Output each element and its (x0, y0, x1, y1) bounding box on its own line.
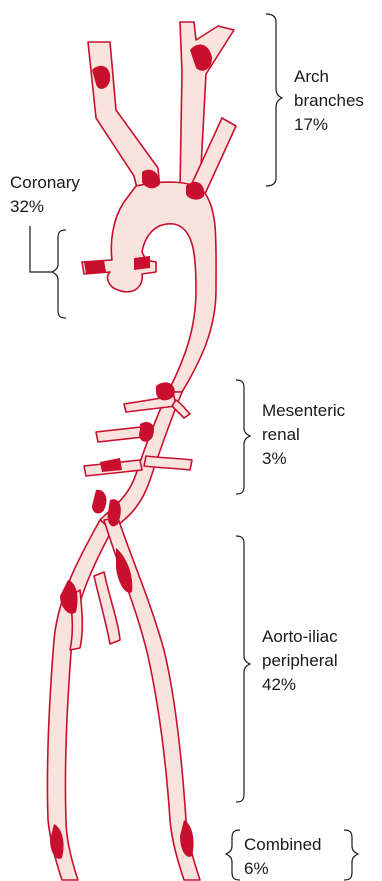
coronary-brace (52, 230, 66, 318)
coronary-label-line1: Coronary (10, 173, 80, 192)
aortoiliac-label-line2: peripheral (262, 651, 338, 670)
upper-mesenteric-branch-right (172, 400, 190, 418)
mesenteric-renal-brace (236, 380, 250, 494)
mesenteric-label-pct: 3% (262, 449, 287, 468)
plaque-upper-mesenteric (156, 382, 175, 400)
mesenteric-label-line1: Mesenteric (262, 401, 346, 420)
aortoiliac-label-pct: 42% (262, 675, 296, 694)
combined-left-brace (226, 830, 240, 880)
aortic-arch (82, 182, 216, 392)
plaque-iliac-bifurcation-left (92, 490, 106, 514)
mesenteric-label-line2: renal (262, 425, 300, 444)
coronary-connector (30, 226, 52, 272)
combined-label-line1: Combined (244, 835, 322, 854)
combined-label-pct: 6% (244, 859, 269, 878)
right-internal-iliac (94, 572, 120, 644)
combined-right-brace (344, 830, 358, 880)
arch-branches-vessels (88, 22, 236, 196)
aortoiliac-label-line1: Aorto-iliac (262, 627, 338, 646)
plaque-coronary-right (134, 256, 150, 270)
arch-label-line2: branches (294, 91, 364, 110)
plaque-coronary-left (84, 260, 106, 274)
arch-branches-brace (266, 14, 282, 186)
coronary-label-pct: 32% (10, 197, 44, 216)
aortoiliac-brace (236, 536, 250, 802)
arch-label-pct: 17% (294, 115, 328, 134)
arch-label-line1: Arch (294, 67, 329, 86)
plaque-renal-left (100, 458, 122, 472)
left-arch-branch (88, 42, 160, 192)
